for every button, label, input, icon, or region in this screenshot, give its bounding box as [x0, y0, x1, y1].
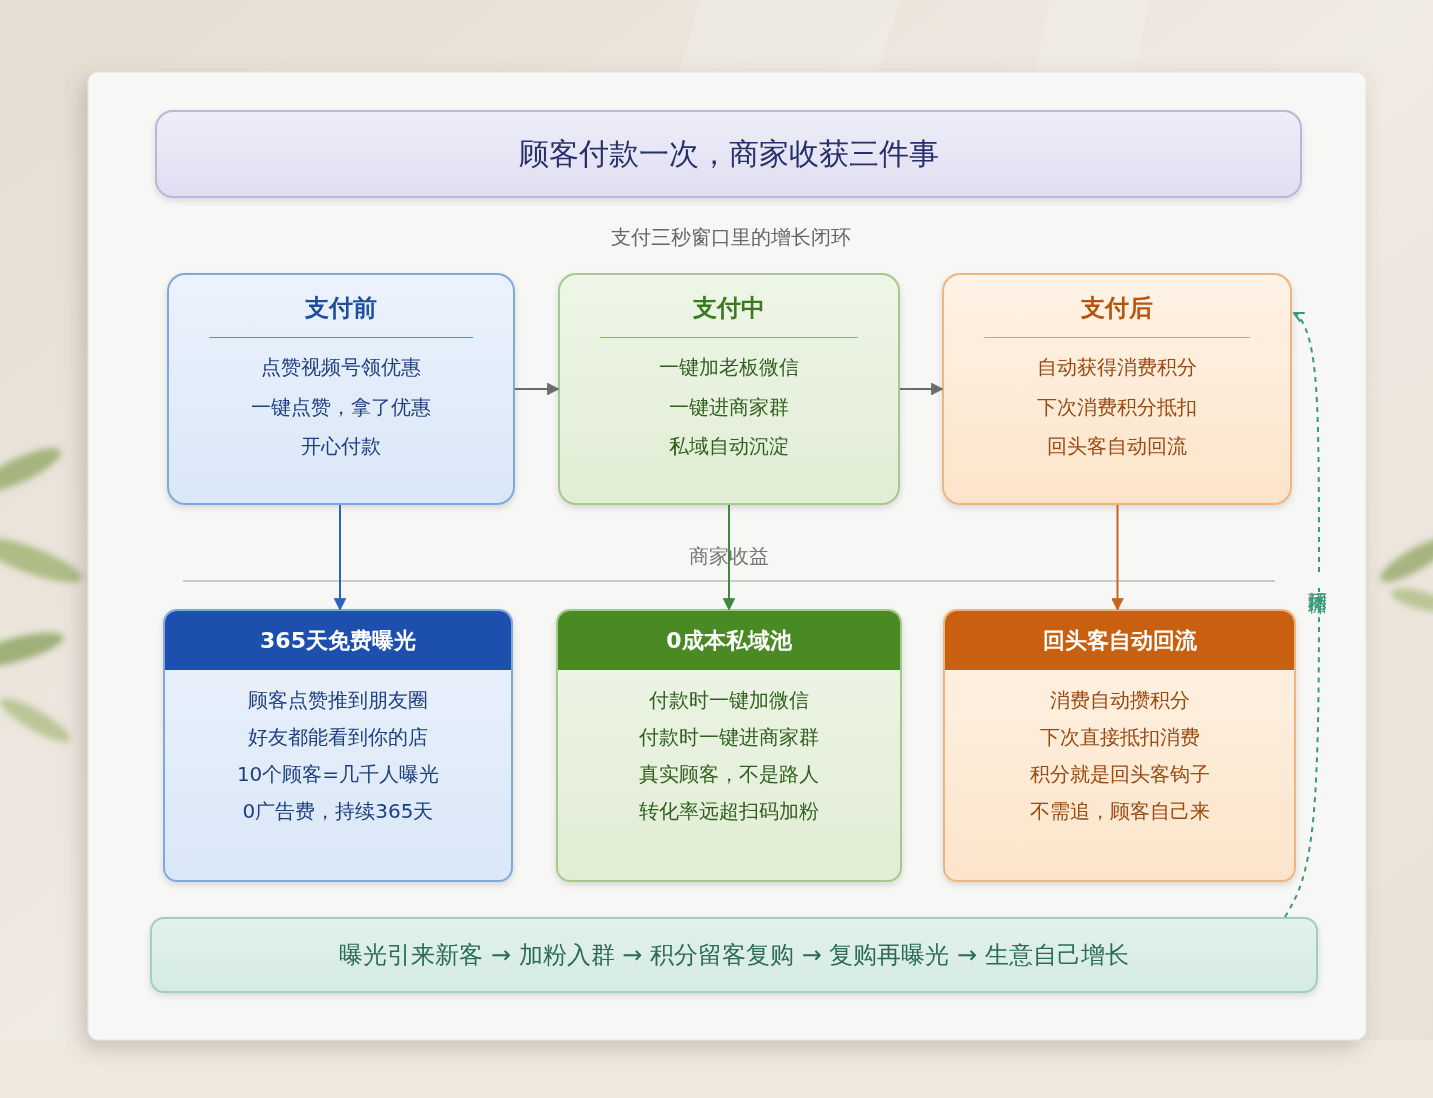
- edge-label: 闭环循环: [1306, 572, 1332, 588]
- box-text: 积分就是回头客钩子: [945, 756, 1294, 793]
- box-text: 付款时一键加微信: [558, 682, 900, 719]
- flow-band: 曝光引来新客 → 加粉入群 → 积分留客复购 → 复购再曝光 → 生意自己增长: [150, 917, 1318, 993]
- box-heading: 回头客自动回流: [945, 611, 1294, 670]
- box-heading: 365天免费曝光: [165, 611, 511, 670]
- box-text: 0广告费，持续365天: [165, 793, 511, 830]
- divider-line: [183, 580, 1275, 582]
- box-text: 下次直接抵扣消费: [945, 719, 1294, 756]
- benefit-box: 回头客自动回流消费自动攒积分下次直接抵扣消费积分就是回头客钩子不需追，顾客自己来: [943, 609, 1296, 882]
- flow-arrow: [728, 505, 730, 609]
- box-heading: 0成本私域池: [558, 611, 900, 670]
- section-label: 商家收益: [429, 541, 1029, 571]
- box-text: 真实顾客，不是路人: [558, 756, 900, 793]
- box-text: 下次消费积分抵扣: [944, 388, 1290, 428]
- box-text: 回头客自动回流: [944, 427, 1290, 467]
- box-text: 一键进商家群: [560, 388, 898, 428]
- stage-box: 支付前点赞视频号领优惠一键点赞，拿了优惠开心付款: [167, 273, 515, 505]
- box-text: 一键点赞，拿了优惠: [169, 388, 513, 428]
- box-text: 转化率远超扫码加粉: [558, 793, 900, 830]
- box-text: 好友都能看到你的店: [165, 719, 511, 756]
- box-text: 付款时一键进商家群: [558, 719, 900, 756]
- box-text: 10个顾客=几千人曝光: [165, 756, 511, 793]
- loop-arrow: [1285, 313, 1319, 917]
- shelf: [0, 1040, 1433, 1098]
- box-text: 点赞视频号领优惠: [169, 348, 513, 388]
- box-text: 开心付款: [169, 427, 513, 467]
- box-heading: 支付前: [209, 278, 473, 338]
- box-heading: 支付后: [984, 278, 1250, 338]
- flow-arrow: [515, 388, 558, 390]
- box-text: 一键加老板微信: [560, 348, 898, 388]
- box-heading: 支付中: [600, 278, 858, 338]
- box-text: 曝光引来新客 → 加粉入群 → 积分留客复购 → 复购再曝光 → 生意自己增长: [152, 919, 1316, 991]
- subtitle: 支付三秒窗口里的增长闭环: [431, 222, 1031, 252]
- stage-box: 支付后自动获得消费积分下次消费积分抵扣回头客自动回流: [942, 273, 1292, 505]
- flow-arrow: [1117, 505, 1119, 609]
- flow-arrow: [339, 505, 341, 609]
- flow-arrow: [900, 388, 942, 390]
- title-banner: 顾客付款一次，商家收获三件事: [155, 110, 1302, 198]
- box-text: 私域自动沉淀: [560, 427, 898, 467]
- box-text: 消费自动攒积分: [945, 682, 1294, 719]
- box-text: 不需追，顾客自己来: [945, 793, 1294, 830]
- title: 顾客付款一次，商家收获三件事: [157, 112, 1300, 196]
- board: [88, 72, 1366, 1040]
- box-text: 顾客点赞推到朋友圈: [165, 682, 511, 719]
- benefit-box: 0成本私域池付款时一键加微信付款时一键进商家群真实顾客，不是路人转化率远超扫码加…: [556, 609, 902, 882]
- benefit-box: 365天免费曝光顾客点赞推到朋友圈好友都能看到你的店10个顾客=几千人曝光0广告…: [163, 609, 513, 882]
- box-text: 自动获得消费积分: [944, 348, 1290, 388]
- stage-box: 支付中一键加老板微信一键进商家群私域自动沉淀: [558, 273, 900, 505]
